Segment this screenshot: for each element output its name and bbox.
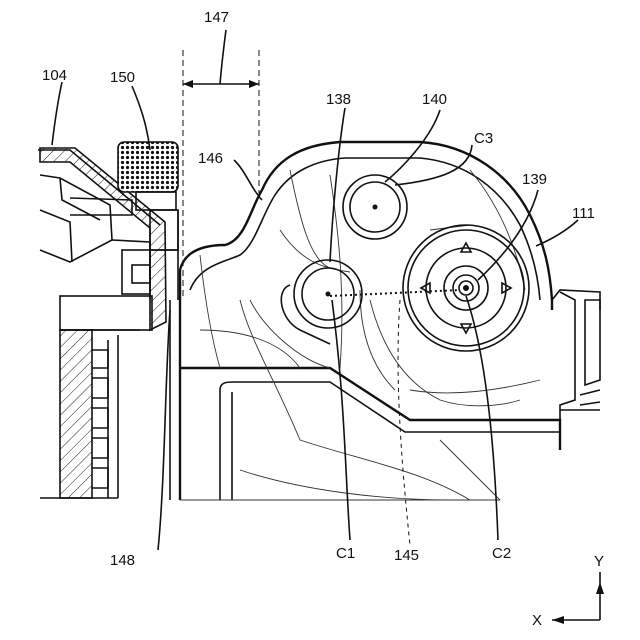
label-150: 150 <box>110 69 135 86</box>
label-c3: C3 <box>474 130 493 147</box>
line-145 <box>398 300 410 545</box>
label-145: 145 <box>394 547 419 564</box>
label-138: 138 <box>326 91 351 108</box>
dotted-axis-line <box>330 290 460 296</box>
label-147: 147 <box>204 9 229 26</box>
label-c1: C1 <box>336 545 355 562</box>
button-138 <box>281 260 362 344</box>
label-111: 111 <box>572 205 595 222</box>
label-146: 146 <box>198 150 223 167</box>
label-104: 104 <box>42 67 67 84</box>
left-housing-section <box>38 148 166 498</box>
label-140: 140 <box>422 91 447 108</box>
label-139: 139 <box>522 171 547 188</box>
xy-axis-indicator <box>552 572 604 624</box>
label-c2: C2 <box>492 545 511 562</box>
axis-label-y: Y <box>594 553 604 570</box>
label-148: 148 <box>110 552 135 569</box>
axis-label-x: X <box>532 612 542 629</box>
